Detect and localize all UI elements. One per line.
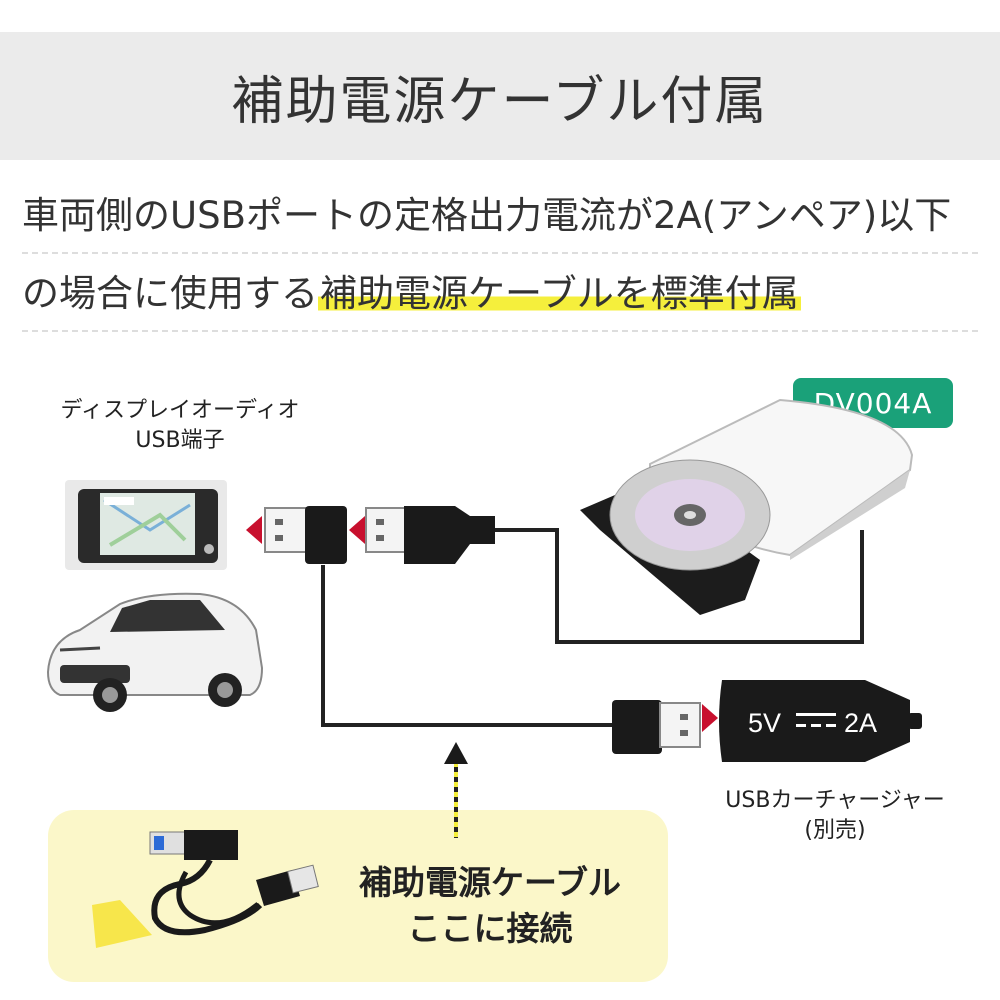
aux-cable-image <box>92 830 319 948</box>
red-arrows <box>246 516 718 732</box>
usb-plug-display <box>264 506 347 564</box>
callout-line2: ここに接続 <box>407 909 573 948</box>
description-text-2: の場合に使用する <box>22 272 318 315</box>
optical-drive-image <box>580 398 914 615</box>
car-charger-label-line2: (別売) <box>804 818 866 843</box>
callout-line1: 補助電源ケーブル <box>358 863 622 902</box>
display-audio-label-line1: ディスプレイオーディオ <box>60 398 300 423</box>
display-audio-label-line2: USB端子 <box>135 428 225 453</box>
pointer-arrow <box>444 742 468 838</box>
description-text-1: 車両側のUSBポートの定格出力電流が2A(アンペア)以下 <box>22 194 952 237</box>
car-image <box>46 592 264 712</box>
header-banner: 補助電源ケーブル付属 <box>0 32 1000 160</box>
description-line-2: の場合に使用する補助電源ケーブルを標準付属 <box>22 250 978 332</box>
car-charger-label: USBカーチャージャー (別売) <box>700 786 970 846</box>
page-title: 補助電源ケーブル付属 <box>231 71 769 132</box>
car-charger-image: 5V 2A <box>719 680 922 762</box>
usb-plug-drive <box>365 506 495 564</box>
callout-text: 補助電源ケーブル ここに接続 <box>330 860 650 952</box>
description-highlight: 補助電源ケーブルを標準付属 <box>318 263 801 317</box>
cables <box>321 528 864 727</box>
car-charger-label-line1: USBカーチャージャー <box>725 788 945 813</box>
display-audio-image <box>65 480 227 570</box>
description-line-1: 車両側のUSBポートの定格出力電流が2A(アンペア)以下 <box>22 172 978 254</box>
charger-voltage: 5V <box>748 708 781 738</box>
display-audio-label: ディスプレイオーディオ USB端子 <box>30 396 330 456</box>
charger-current: 2A <box>844 708 877 738</box>
usb-plug-charger <box>612 700 701 754</box>
